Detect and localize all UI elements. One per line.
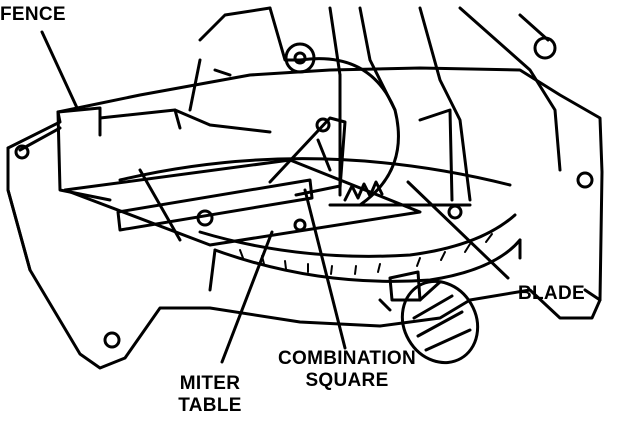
miter-table-label-line2: TABLE — [168, 395, 252, 417]
miter-table — [120, 159, 520, 290]
workpiece — [65, 160, 420, 245]
blade-label: BLADE — [518, 283, 585, 305]
combination-square-label-line2: SQUARE — [262, 370, 432, 392]
miter-table-label-line1: MITER — [168, 373, 252, 395]
leader-lines — [42, 32, 508, 362]
fence-label: FENCE — [0, 4, 66, 26]
combination-square-label-line1: COMBINATION — [262, 348, 432, 370]
miter-table-label: MITER TABLE — [168, 373, 252, 417]
fence-leader-line — [42, 32, 78, 110]
blade-guard — [190, 8, 560, 200]
combination-square-label: COMBINATION SQUARE — [262, 348, 432, 392]
miter-table-leader-line — [222, 232, 272, 362]
